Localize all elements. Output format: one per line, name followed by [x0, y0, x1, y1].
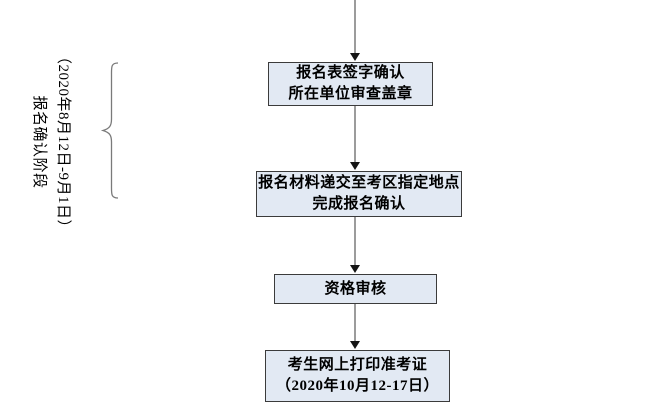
stage-name-label: 报名确认阶段: [31, 95, 47, 189]
arrowhead-down-icon: [350, 265, 360, 273]
arrowhead-down-icon: [350, 53, 360, 61]
step-qualification-review: 资格审核: [274, 274, 437, 304]
step-signature-confirmation: 报名表签字确认 所在单位审查盖章: [268, 62, 433, 106]
connector-line: [354, 304, 356, 342]
stage-dates-label: （2020年8月12日-9月1日）: [55, 49, 71, 235]
connector-line: [354, 106, 356, 163]
arrowhead-down-icon: [350, 162, 360, 170]
step-text-line: 所在单位审查盖章: [288, 86, 413, 102]
stage-side-label: （2020年8月12日-9月1日） 报名确认阶段: [27, 42, 75, 242]
step-text-line: 考生网上打印准考证: [287, 357, 428, 373]
step-text-line: 资格审核: [324, 280, 387, 297]
step-submit-materials: 报名材料递交至考区指定地点 完成报名确认: [256, 171, 462, 217]
step-text-line: 完成报名确认: [312, 196, 406, 212]
step-text-line: 报名材料递交至考区指定地点: [258, 175, 460, 191]
arrowhead-down-icon: [350, 341, 360, 349]
connector-line-top: [354, 0, 356, 54]
connector-line: [354, 217, 356, 266]
step-text-line: 报名表签字确认: [296, 65, 405, 81]
grouping-brace-icon: [100, 62, 119, 199]
step-print-admission-ticket: 考生网上打印准考证 （2020年10月12-17日）: [265, 350, 450, 402]
step-text-line: （2020年10月12-17日）: [276, 378, 439, 394]
